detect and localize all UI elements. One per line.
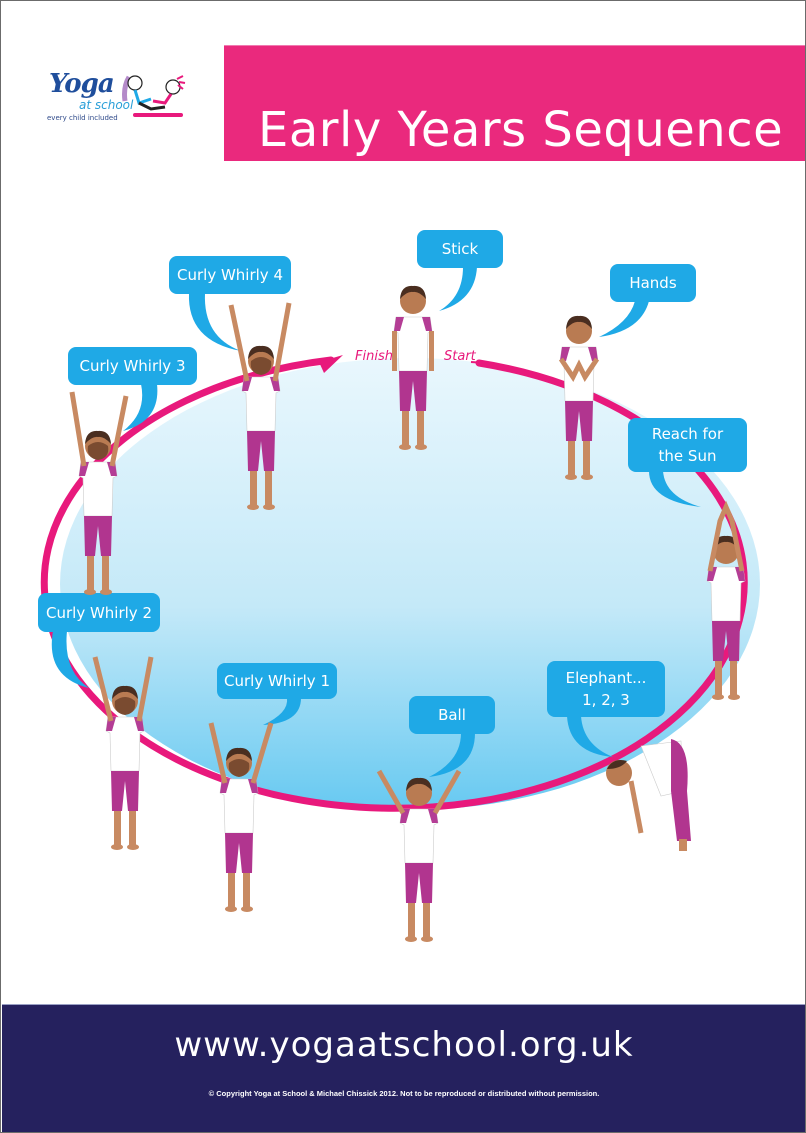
finish-arrow-icon bbox=[319, 355, 343, 373]
pose-label: Stick bbox=[441, 240, 479, 258]
sequence-diagram: Finish Start bbox=[1, 1, 805, 1001]
pose-label-line2: 1, 2, 3 bbox=[582, 691, 630, 709]
pose-figure-curly-whirly-2 bbox=[92, 656, 154, 851]
pose-figure-curly-whirly-3 bbox=[69, 391, 129, 596]
pose-label-line1: Elephant... bbox=[565, 669, 647, 687]
pose-bubble-curly-whirly-3: Curly Whirly 3 bbox=[68, 347, 197, 385]
pose-label: Curly Whirly 4 bbox=[177, 266, 283, 284]
website-url[interactable]: www.yogaatschool.org.uk bbox=[174, 1025, 634, 1065]
pose-figure-elephant bbox=[606, 739, 691, 851]
pose-label: Curly Whirly 3 bbox=[79, 357, 186, 375]
ring-path bbox=[40, 356, 748, 812]
pose-figure-reach-for-the-sun bbox=[706, 500, 746, 701]
pose-bubble-elephant: Elephant... 1, 2, 3 bbox=[547, 661, 665, 717]
pose-figure-hands bbox=[558, 315, 600, 481]
page-title: Early Years Sequence bbox=[258, 102, 784, 159]
pose-bubble-stick: Stick bbox=[417, 230, 503, 268]
pose-figure-ball bbox=[376, 769, 462, 943]
yoga-at-school-logo: Yoga at school every child included bbox=[45, 69, 195, 129]
pose-label: Curly Whirly 1 bbox=[224, 672, 330, 690]
pose-figure-curly-whirly-1 bbox=[208, 722, 274, 913]
pose-bubble-curly-whirly-1: Curly Whirly 1 bbox=[217, 663, 337, 699]
pose-label: Hands bbox=[629, 274, 677, 292]
logo-subname: at school bbox=[79, 98, 134, 112]
pose-bubble-hands: Hands bbox=[610, 264, 696, 302]
pose-label: Ball bbox=[438, 706, 466, 724]
footer: www.yogaatschool.org.uk © Copyright Yoga… bbox=[2, 1004, 805, 1132]
pose-figure-curly-whirly-4 bbox=[228, 302, 292, 511]
pose-bubble-reach-for-the-sun: Reach for the Sun bbox=[628, 418, 747, 472]
title-banner: Early Years Sequence bbox=[224, 45, 805, 161]
pose-bubble-curly-whirly-4: Curly Whirly 4 bbox=[169, 256, 291, 294]
start-label: Start bbox=[444, 349, 476, 364]
finish-label: Finish bbox=[355, 349, 393, 364]
logo-children-icon bbox=[122, 75, 186, 117]
child-figures bbox=[69, 285, 746, 943]
pose-bubble-ball: Ball bbox=[409, 696, 495, 734]
pose-label-line1: Reach for bbox=[651, 425, 724, 443]
pose-label-line2: the Sun bbox=[658, 447, 717, 465]
copyright-notice: © Copyright Yoga at School & Michael Chi… bbox=[208, 1089, 600, 1098]
pose-bubble-curly-whirly-2: Curly Whirly 2 bbox=[38, 593, 160, 632]
pose-figure-stick bbox=[392, 285, 434, 451]
pose-label: Curly Whirly 2 bbox=[46, 603, 152, 622]
logo-tagline: every child included bbox=[47, 114, 118, 122]
logo-wordmark: Yoga bbox=[49, 69, 115, 99]
